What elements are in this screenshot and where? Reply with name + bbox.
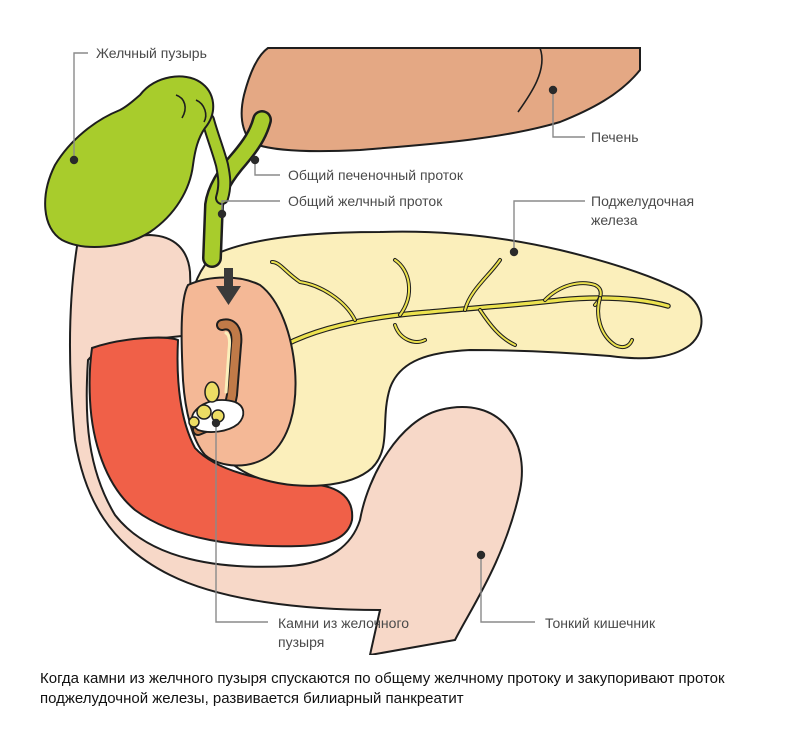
label-gallbladder: Желчный пузырь	[96, 45, 207, 61]
bile-ducts	[201, 110, 272, 268]
label-stones-line1: Камни из желочного	[278, 615, 409, 631]
label-common-hepatic-duct: Общий печеночный проток	[288, 167, 464, 183]
gallbladder	[44, 75, 215, 248]
label-liver: Печень	[591, 129, 639, 145]
small-intestine	[69, 233, 523, 655]
label-common-bile-duct: Общий желчный проток	[288, 193, 443, 209]
figure-caption: Когда камни из желчного пузыря спускаютс…	[40, 670, 725, 707]
label-stones-line2: пузыря	[278, 634, 324, 650]
leader-dots	[69, 85, 558, 560]
duodenal-papilla	[180, 276, 297, 467]
label-small-intestine: Тонкий кишечник	[545, 615, 656, 631]
label-pancreas-line2: железа	[591, 212, 638, 228]
pancreas	[184, 230, 703, 487]
biliary-pancreatitis-diagram: Желчный пузырь Печень Общий печеночный п…	[44, 45, 703, 655]
liver	[240, 47, 641, 153]
arrow-down-icon	[216, 268, 241, 305]
leader-lines	[73, 52, 585, 623]
label-pancreas-line1: Поджелудочная	[591, 193, 694, 209]
